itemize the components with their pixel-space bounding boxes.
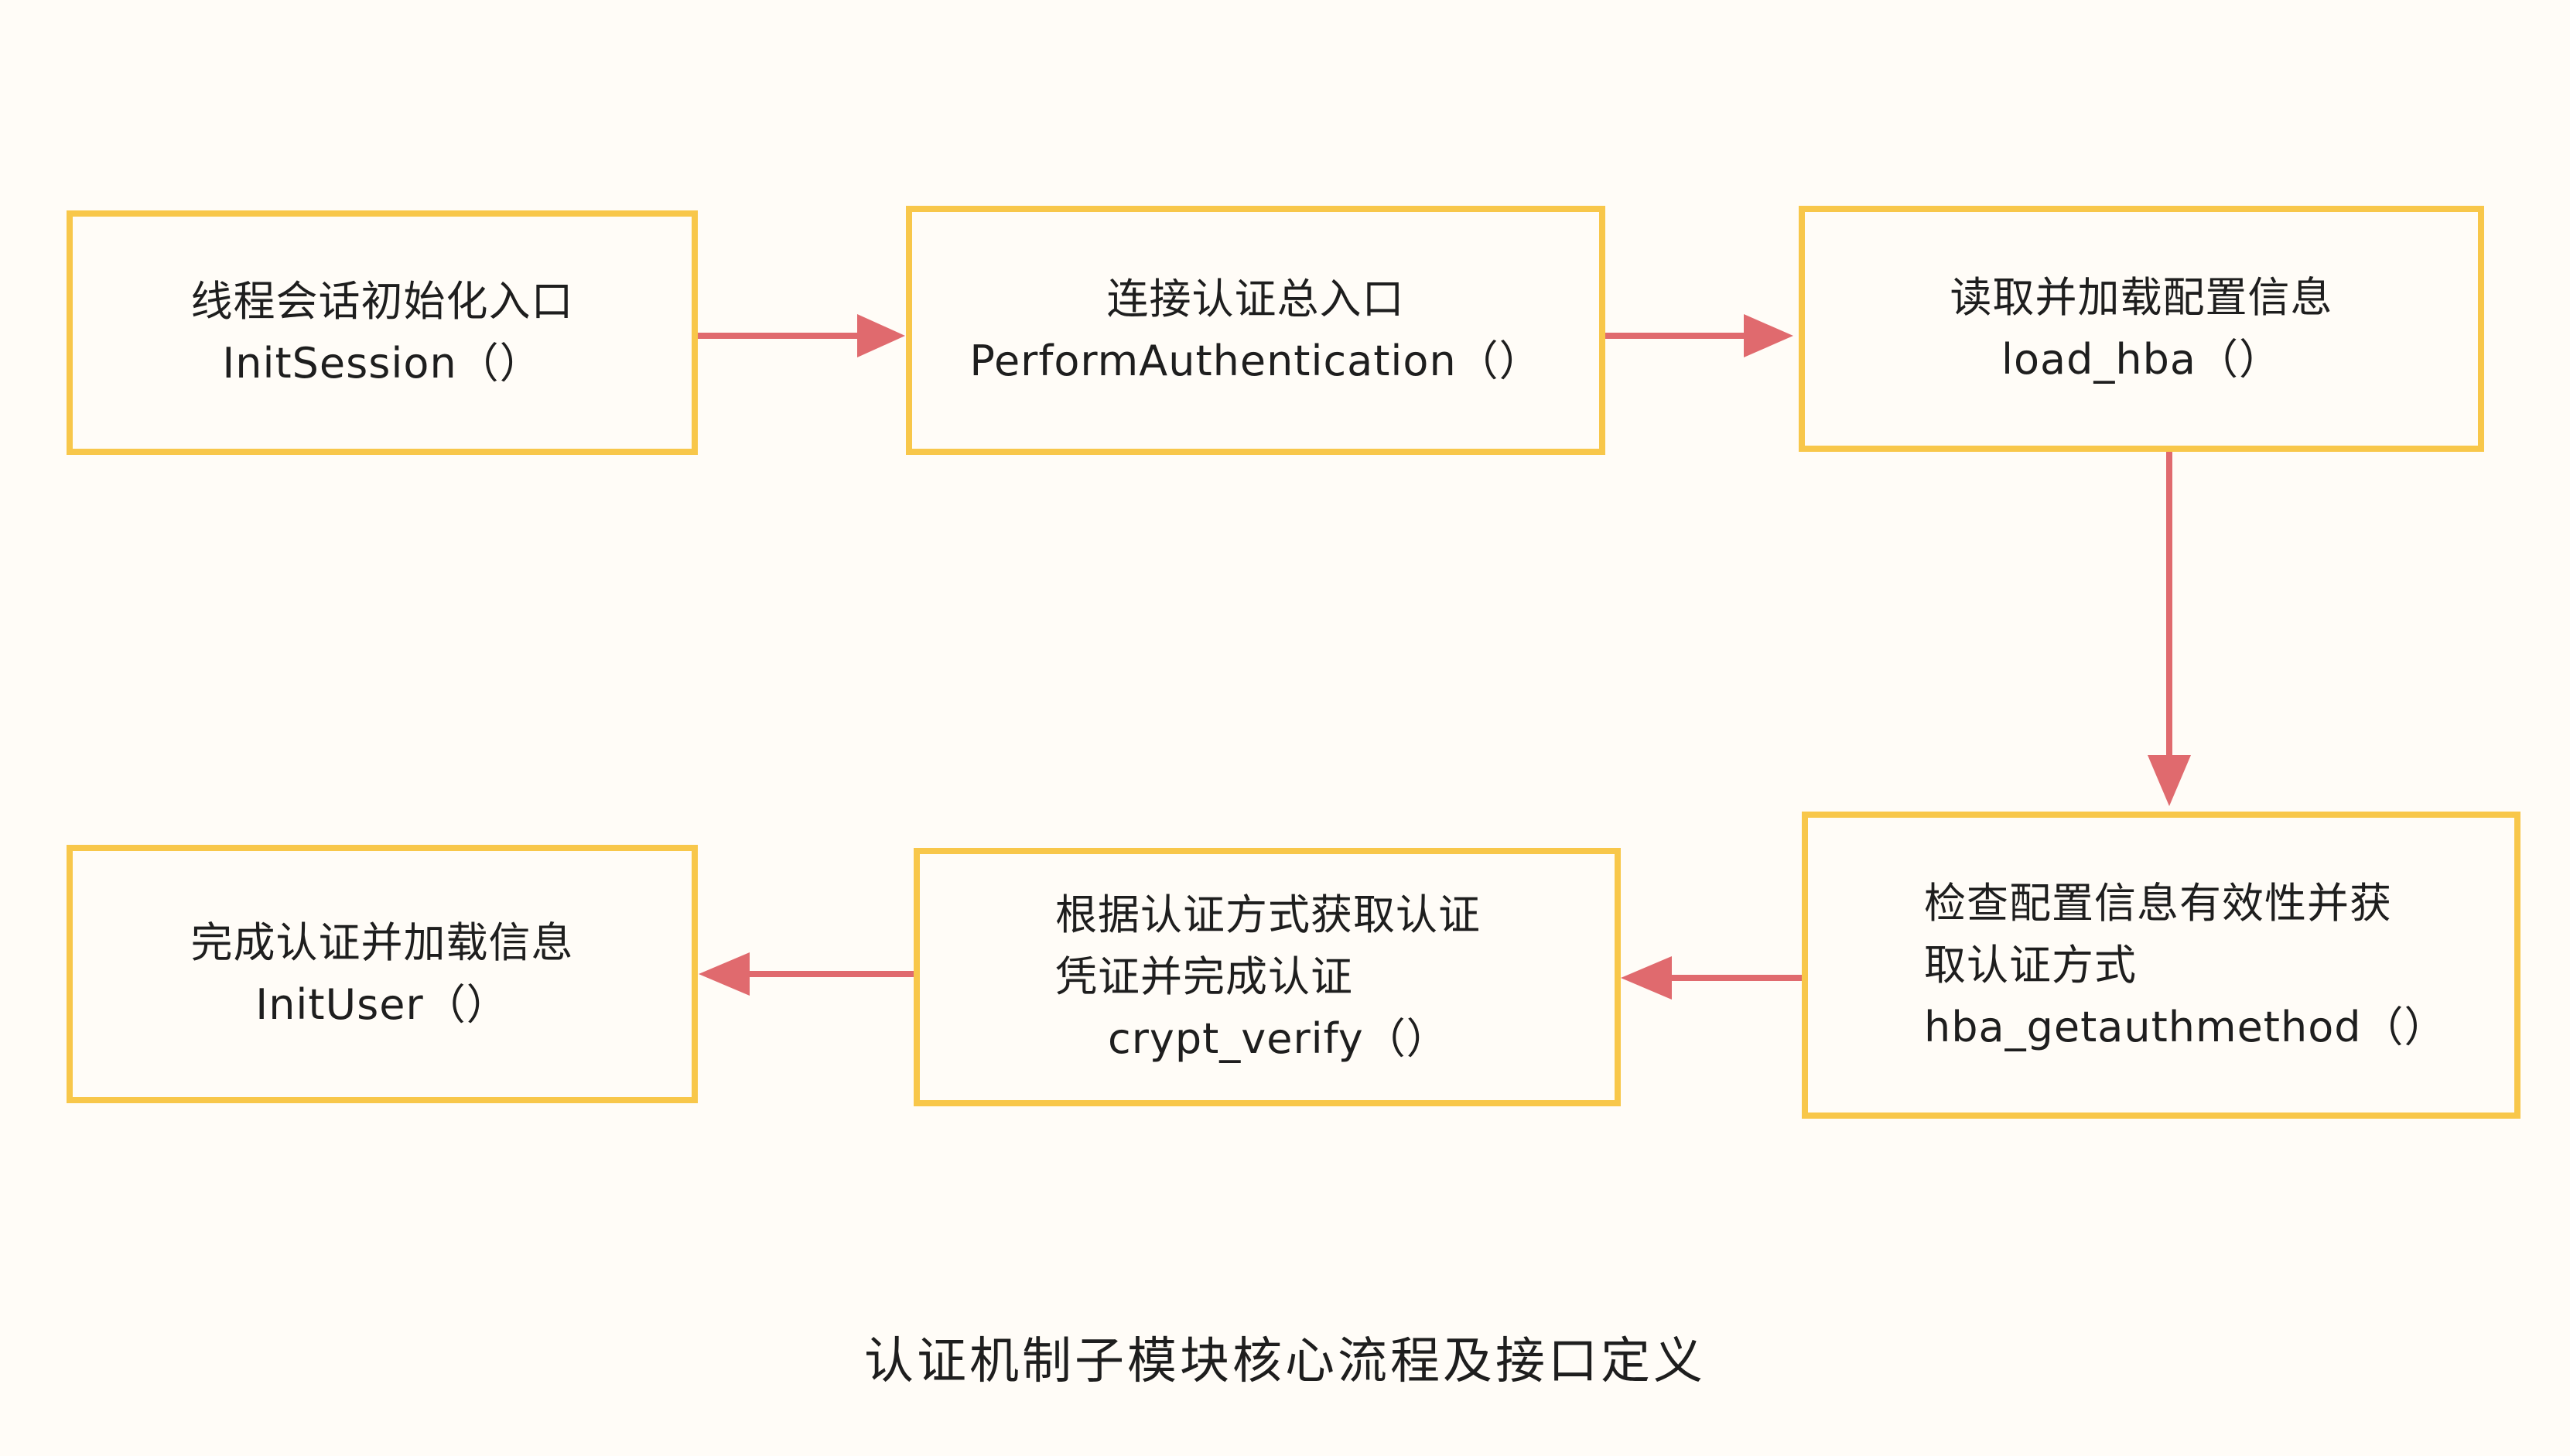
flow-node-init-user: 完成认证并加载信息 InitUser（） bbox=[67, 845, 698, 1103]
node-function-name: PerformAuthentication（） bbox=[969, 337, 1542, 385]
node-function-name: InitUser（） bbox=[255, 980, 509, 1029]
diagram-caption: 认证机制子模块核心流程及接口定义 bbox=[864, 1333, 1706, 1390]
node-label-line: 线程会话初始化入口 bbox=[190, 277, 574, 326]
flow-node-crypt-verify: 根据认证方式获取认证 凭证并完成认证 crypt_verify（） bbox=[914, 848, 1621, 1106]
flow-node-hba-getauthmethod: 检查配置信息有效性并获 取认证方式 hba_getauthmethod（） bbox=[1802, 812, 2520, 1119]
arrow-node1-to-node2 bbox=[698, 314, 905, 357]
flow-node-init-session: 线程会话初始化入口 InitSession（） bbox=[67, 210, 698, 455]
node-label-line: 检查配置信息有效性并获 bbox=[1924, 878, 2392, 928]
flow-node-perform-authentication: 连接认证总入口 PerformAuthentication（） bbox=[906, 206, 1605, 455]
node-label-line: 完成认证并加载信息 bbox=[190, 918, 574, 967]
node-function-name: InitSession（） bbox=[222, 339, 542, 388]
node-function-name: crypt_verify（） bbox=[1108, 1014, 1449, 1063]
node-label-line: 连接认证总入口 bbox=[1106, 275, 1405, 323]
node-label-line: 凭证并完成认证 bbox=[1055, 952, 1353, 1001]
arrow-node5-to-node6 bbox=[699, 952, 914, 996]
node-function-name: load_hba（） bbox=[2001, 335, 2281, 384]
arrow-node3-to-node4 bbox=[2148, 452, 2191, 806]
node-function-name: hba_getauthmethod（） bbox=[1924, 1002, 2447, 1051]
arrow-node4-to-node5 bbox=[1621, 956, 1802, 1000]
node-label-line: 根据认证方式获取认证 bbox=[1055, 890, 1481, 939]
arrow-node2-to-node3 bbox=[1605, 314, 1793, 357]
flow-node-load-hba: 读取并加载配置信息 load_hba（） bbox=[1799, 206, 2484, 452]
node-label-line: 读取并加载配置信息 bbox=[1950, 273, 2333, 322]
node-label-line: 取认证方式 bbox=[1924, 940, 2137, 989]
